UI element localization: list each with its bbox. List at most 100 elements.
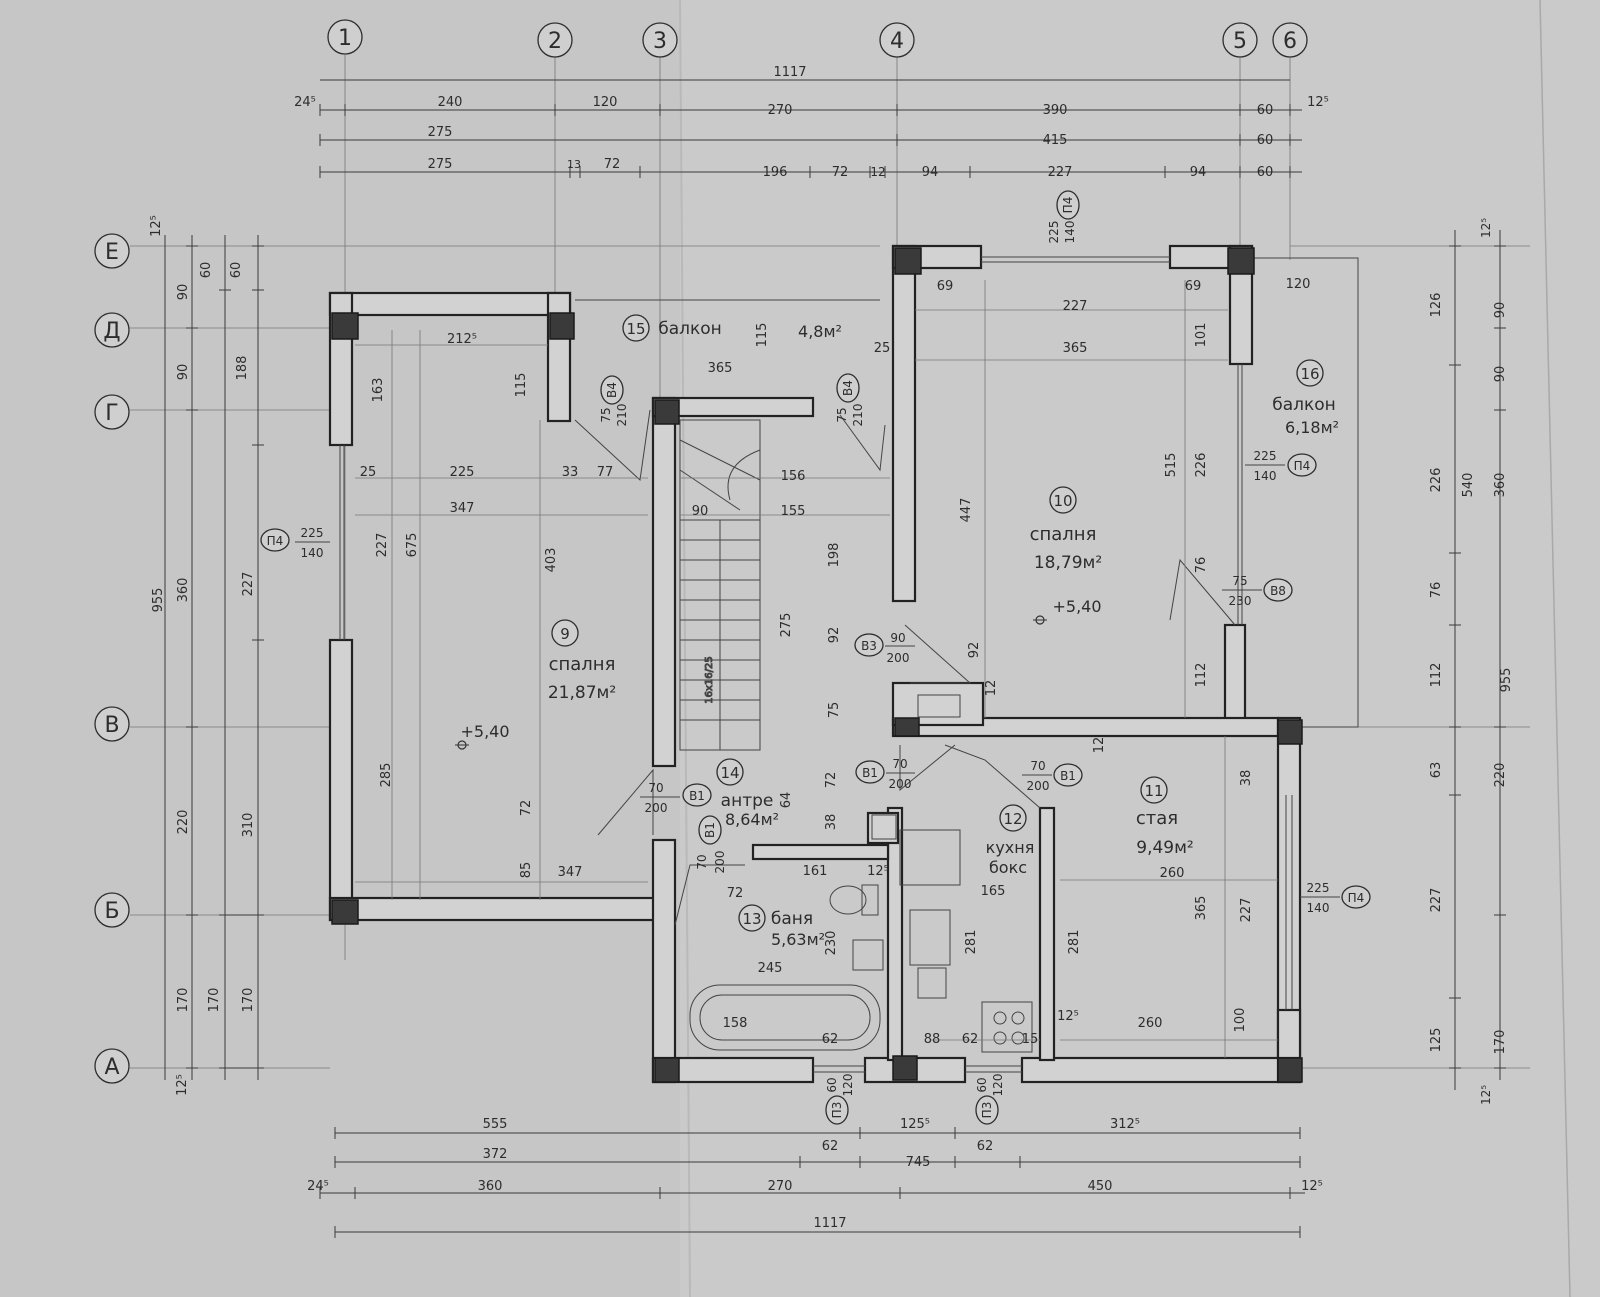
svg-text:12: 12 [1003,810,1022,828]
svg-text:515: 515 [1164,453,1179,478]
tag-b8: В8 75 230 [1222,574,1293,608]
level-mark-room-10: +5,40 [1052,597,1101,616]
svg-text:200: 200 [713,851,727,874]
svg-text:88: 88 [924,1032,941,1047]
svg-text:60: 60 [1257,133,1274,148]
svg-text:227: 227 [241,572,256,597]
svg-text:69: 69 [1185,279,1202,294]
axis-d: Д [103,319,120,344]
balcony-outlines [575,257,1359,728]
svg-text:24⁵: 24⁵ [294,95,316,110]
svg-text:125: 125 [1429,1028,1444,1053]
svg-text:120: 120 [841,1074,855,1097]
tag-b4-right: В4 75 210 [835,373,865,426]
axis-bubbles-left: Е Д Г В Б А [94,233,130,1084]
svg-text:230: 230 [1229,594,1252,608]
svg-text:170: 170 [207,988,222,1013]
svg-text:158: 158 [723,1016,748,1031]
tag-p4-right-top: П4 225 140 [1245,449,1317,483]
svg-text:275: 275 [428,125,453,140]
svg-text:72: 72 [604,157,621,172]
tag-b1-bath: В1 70 200 [695,815,727,874]
svg-text:75: 75 [835,407,849,422]
svg-text:281: 281 [964,930,979,955]
svg-text:161: 161 [803,864,828,879]
svg-text:13: 13 [742,910,761,928]
svg-text:555: 555 [483,1117,508,1132]
svg-text:155: 155 [781,504,806,519]
svg-text:75: 75 [1232,574,1247,588]
svg-text:62: 62 [962,1032,979,1047]
svg-text:126: 126 [1429,293,1444,318]
svg-text:70: 70 [648,781,663,795]
svg-text:365: 365 [1063,341,1088,356]
svg-text:92: 92 [827,627,842,644]
svg-text:12: 12 [984,680,999,697]
dimensions-top: 1117 24⁵ 240 120 270 390 60 12⁵ 275 415 … [294,65,1329,180]
svg-text:225: 225 [301,526,324,540]
svg-text:196: 196 [763,165,788,180]
svg-text:90: 90 [890,631,905,645]
room-11-area: 9,49м² [1136,838,1194,858]
svg-text:225: 225 [1047,221,1061,244]
room-13-area: 5,63м² [771,930,825,949]
svg-text:955: 955 [1499,668,1514,693]
dimensions-bottom: 555 125⁵ 312⁵ 372 62 745 62 24⁵ 360 270 … [307,1117,1323,1238]
svg-text:226: 226 [1194,453,1209,478]
svg-text:450: 450 [1088,1179,1113,1194]
svg-text:90: 90 [1493,366,1508,383]
tag-p4-top: П4 225 140 [1047,190,1080,244]
svg-text:100: 100 [1233,1008,1248,1033]
svg-text:220: 220 [176,810,191,835]
svg-text:225: 225 [450,465,475,480]
axis-g: Г [105,401,118,426]
svg-text:227: 227 [375,533,390,558]
svg-text:140: 140 [1307,901,1330,915]
svg-text:90: 90 [176,284,191,301]
room-10-name: спалня [1030,524,1097,545]
tag-p4-left: П4 225 140 [260,526,330,560]
axis-4: 4 [890,29,904,54]
room-15-name: балкон [658,319,722,339]
svg-text:360: 360 [176,578,191,603]
svg-text:140: 140 [1063,221,1077,244]
axis-3: 3 [653,29,667,54]
dim-top-total: 1117 [773,65,806,80]
svg-text:227: 227 [1239,898,1254,923]
svg-text:112: 112 [1194,663,1209,688]
svg-text:12⁵: 12⁵ [867,864,889,879]
svg-text:12: 12 [1092,737,1107,754]
svg-text:10: 10 [1053,492,1072,510]
opening-tags: П4 225 140 П4 225 140 П4 225 140 П4 225 … [260,190,1371,1125]
svg-text:675: 675 [405,533,420,558]
svg-text:12⁵: 12⁵ [1307,95,1329,110]
svg-text:25: 25 [874,341,891,356]
svg-text:140: 140 [1254,469,1277,483]
svg-text:38: 38 [1239,770,1254,787]
svg-text:В4: В4 [605,382,619,398]
svg-text:П3: П3 [830,1102,844,1119]
svg-text:12⁵: 12⁵ [1057,1009,1079,1024]
svg-text:220: 220 [1493,763,1508,788]
svg-text:120: 120 [1286,277,1311,292]
door-swings [574,409,1236,926]
svg-text:12⁵: 12⁵ [149,215,164,237]
svg-text:13: 13 [567,158,581,171]
svg-text:12: 12 [870,165,885,179]
svg-text:В3: В3 [861,639,877,653]
svg-text:64: 64 [779,792,794,809]
svg-text:170: 170 [241,988,256,1013]
axis-b: Б [104,899,119,924]
room-14-area: 8,64м² [725,810,779,829]
svg-text:310: 310 [241,813,256,838]
svg-text:165: 165 [981,884,1006,899]
svg-text:226: 226 [1429,468,1444,493]
tag-b1-kitchen: В1 70 200 [855,757,915,791]
svg-text:447: 447 [959,498,974,523]
svg-text:200: 200 [1027,779,1050,793]
svg-text:62: 62 [977,1139,994,1154]
svg-text:188: 188 [235,356,250,381]
svg-text:285: 285 [379,763,394,788]
tag-b1-room: В1 70 200 [1022,759,1083,793]
dimensions-left: 12⁵ 955 12⁵ 90 90 360 220 170 60 60 188 … [149,215,264,1096]
